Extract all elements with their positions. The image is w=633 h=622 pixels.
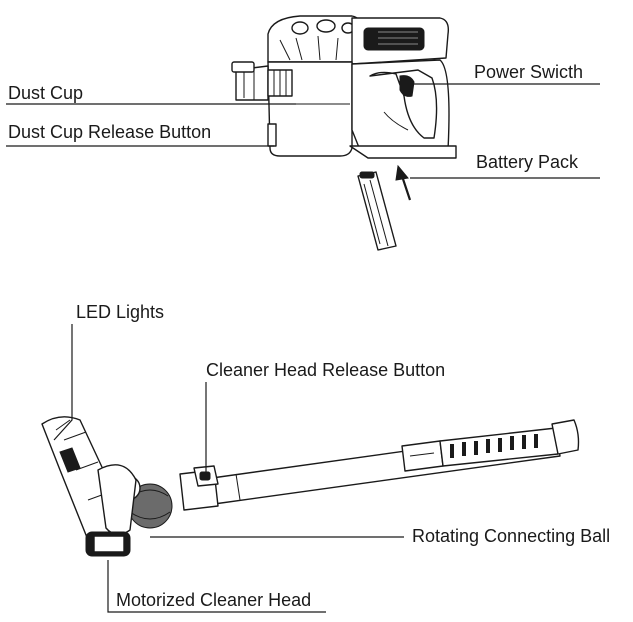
label-battery-pack: Battery Pack [476,152,579,172]
label-motorized-cleaner-head: Motorized Cleaner Head [116,590,311,610]
label-rotating-connecting-ball: Rotating Connecting Ball [412,526,610,546]
label-cleaner-head-release-button: Cleaner Head Release Button [206,360,445,380]
leader-lines [6,83,600,613]
battery-pack-illustration [357,171,397,251]
label-power-switch: Power Swicth [474,62,583,82]
stick-vacuum-illustration [41,416,580,557]
label-dust-cup: Dust Cup [8,83,83,103]
insert-arrow-icon [395,164,412,201]
label-dust-cup-release-button: Dust Cup Release Button [8,122,211,142]
handheld-unit-illustration [231,15,457,159]
label-led-lights: LED Lights [76,302,164,322]
